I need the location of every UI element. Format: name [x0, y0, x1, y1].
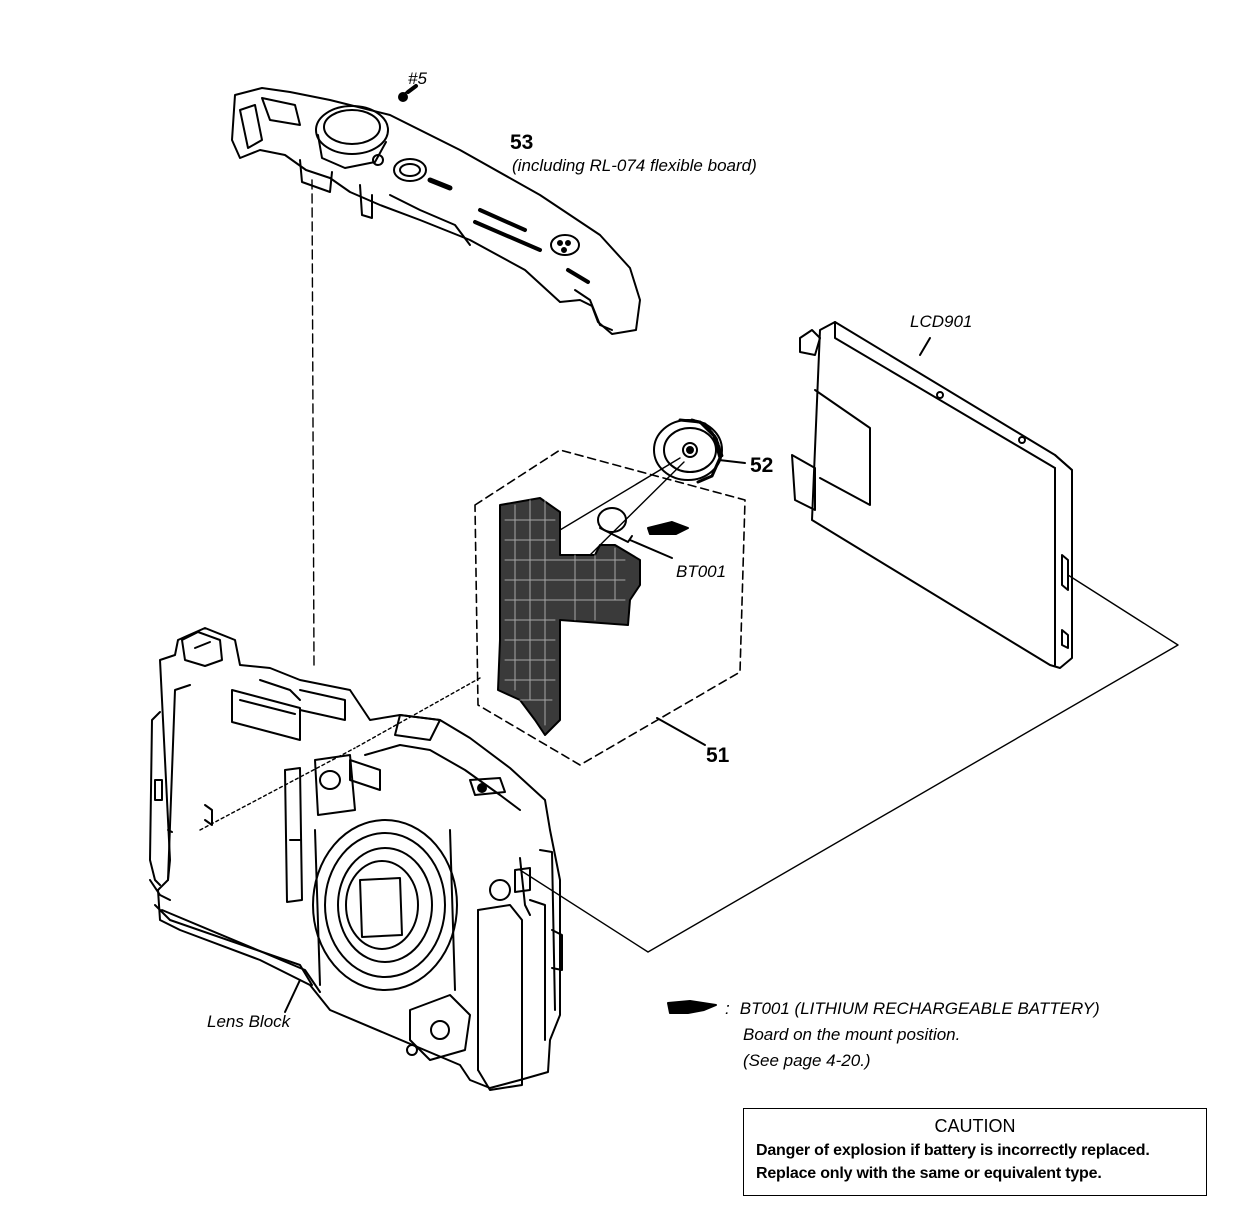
battery-note: : BT001 (LITHIUM RECHARGEABLE BATTERY) Bo… — [725, 996, 1100, 1074]
top-cover-part-53 — [231, 84, 641, 335]
battery-marker-icon — [667, 1000, 717, 1014]
guide-line-dial — [559, 457, 685, 556]
lens-block-label: Lens Block — [207, 1012, 291, 1031]
caution-line-1: Danger of explosion if battery is incorr… — [756, 1142, 1150, 1159]
caution-title: CAUTION — [934, 1116, 1016, 1136]
part-53-description: (including RL-074 flexible board) — [512, 156, 757, 175]
battery-label: BT001 — [676, 562, 727, 581]
screw-label: #5 — [408, 69, 427, 88]
note-marker: : — [725, 999, 730, 1018]
dial-part-52 — [653, 418, 746, 484]
lcd-label: LCD901 — [910, 312, 973, 331]
board-assembly-part-51 — [474, 449, 746, 766]
caution-line-2: Replace only with the same or equivalent… — [756, 1165, 1102, 1182]
guide-line-top-cover — [311, 179, 315, 666]
part-52-number: 52 — [750, 454, 774, 477]
guide-line-lcd — [519, 574, 1179, 953]
caution-box: CAUTION Danger of explosion if battery i… — [743, 1108, 1207, 1196]
note-line-2: Board on the mount position. — [743, 1025, 961, 1044]
guide-line-board — [199, 677, 481, 831]
note-line-1: BT001 (LITHIUM RECHARGEABLE BATTERY) — [739, 999, 1100, 1018]
note-line-3: (See page 4-20.) — [743, 1051, 871, 1070]
part-51-number: 51 — [706, 744, 730, 767]
camera-body-lens-block — [149, 627, 563, 1091]
part-53-number: 53 — [510, 131, 534, 154]
lcd-display-lcd901 — [791, 321, 1073, 669]
